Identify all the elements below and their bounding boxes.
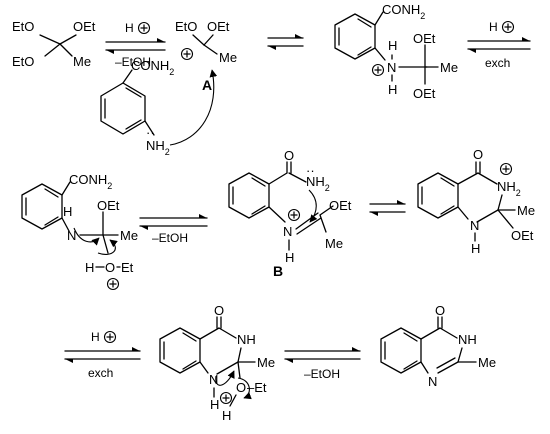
equilibrium-arrow-2 (267, 34, 304, 50)
oxocarbenium-cation-A: EtO OEt Me A (175, 19, 237, 93)
svg-text:CONH2: CONH2 (131, 58, 174, 77)
svg-text:N: N (209, 372, 218, 387)
cyclic-oxonium-intermediate: O NH N H Me O –Et H (159, 303, 275, 423)
equilibrium-arrow-5 (369, 200, 406, 216)
svg-text:H: H (91, 330, 100, 344)
svg-text:exch: exch (88, 366, 113, 380)
svg-text:O: O (105, 260, 115, 275)
cation-charge-icon (180, 47, 194, 61)
svg-text:OEt: OEt (511, 228, 534, 243)
svg-text:Me: Me (517, 203, 535, 218)
svg-text:–EtOH: –EtOH (115, 55, 151, 69)
svg-text:EtO: EtO (175, 19, 197, 34)
ammonium-charge-icon (371, 63, 385, 77)
svg-text:H: H (222, 408, 231, 423)
cyclized-ammonium-intermediate: O NH2 N H Me OEt (417, 147, 535, 256)
svg-text:Me: Me (120, 228, 138, 243)
svg-text:Me: Me (325, 236, 343, 251)
svg-text:NH2: NH2 (306, 174, 330, 193)
equilibrium-arrow-1: H –EtOH (105, 21, 166, 69)
svg-text:Et: Et (121, 260, 134, 275)
equilibrium-arrow-6: H exch (64, 330, 141, 380)
svg-text:H: H (125, 21, 134, 35)
anthranilamide: CONH2 NH2 ·· (100, 58, 218, 157)
svg-text:OEt: OEt (73, 19, 96, 34)
svg-text:N: N (470, 218, 479, 233)
svg-text:EtO: EtO (12, 19, 34, 34)
o-protonated-adduct: CONH2 H N OEt Me H O Et (21, 172, 138, 291)
svg-text:N: N (67, 228, 76, 243)
svg-text:–EtOH: –EtOH (152, 231, 188, 245)
svg-text:A: A (202, 77, 212, 93)
svg-text:O: O (473, 147, 483, 162)
oxonium-charge-icon (219, 391, 233, 405)
svg-text:CONH2: CONH2 (69, 172, 112, 191)
equilibrium-arrow-3: H exch (467, 20, 531, 70)
svg-text:H: H (388, 38, 397, 53)
svg-text:Me: Me (73, 54, 91, 69)
proton-plus-icon (137, 21, 151, 35)
svg-text:N: N (283, 224, 292, 239)
svg-text:H: H (489, 20, 498, 34)
quinazolinone-product: O NH N Me (380, 303, 496, 389)
svg-text:–EtOH: –EtOH (304, 367, 340, 381)
svg-text:N: N (387, 60, 396, 75)
svg-text:H: H (471, 241, 480, 256)
svg-text:OEt: OEt (97, 198, 120, 213)
svg-text:B: B (273, 263, 283, 279)
svg-text:OEt: OEt (329, 198, 352, 213)
svg-text:H: H (210, 397, 219, 412)
svg-text:NH2: NH2 (146, 138, 170, 157)
svg-text:Me: Me (257, 355, 275, 370)
iminium-charge-icon (287, 208, 301, 222)
svg-text:H: H (63, 204, 72, 219)
svg-text:H: H (285, 250, 294, 265)
svg-text:··: ·· (146, 125, 155, 140)
svg-text:Me: Me (440, 60, 458, 75)
iminium-ion-B: O NH2 ·· N H OEt Me B (228, 148, 352, 279)
svg-text:NH: NH (237, 332, 256, 347)
svg-text:Me: Me (219, 50, 237, 65)
oxonium-charge-icon (106, 277, 120, 291)
svg-text:NH2: NH2 (497, 179, 521, 198)
svg-text:H: H (388, 82, 397, 97)
svg-text:OEt: OEt (413, 31, 436, 46)
equilibrium-arrow-4: –EtOH (139, 214, 208, 245)
svg-text:OEt: OEt (207, 19, 230, 34)
svg-text:NH: NH (458, 332, 477, 347)
ammonium-charge-icon (499, 162, 513, 176)
svg-text:N: N (428, 374, 437, 389)
svg-text:··: ·· (306, 163, 315, 178)
proton-plus-icon (501, 20, 515, 34)
svg-text:CONH2: CONH2 (382, 2, 425, 21)
proton-plus-icon (103, 330, 117, 344)
svg-text:O: O (214, 303, 224, 318)
svg-text:H: H (85, 260, 94, 275)
svg-text:–Et: –Et (247, 380, 267, 395)
svg-text:O: O (236, 380, 246, 395)
svg-text:O: O (284, 148, 294, 163)
svg-text:exch: exch (485, 56, 510, 70)
svg-text:EtO: EtO (12, 54, 34, 69)
svg-text:Me: Me (478, 355, 496, 370)
triethyl-orthoacetate: EtO OEt EtO Me (12, 19, 96, 69)
n-protonated-adduct: CONH2 H N H OEt Me OEt (334, 2, 458, 101)
svg-text:OEt: OEt (413, 86, 436, 101)
svg-text:O: O (435, 303, 445, 318)
equilibrium-arrow-7: –EtOH (284, 347, 361, 381)
